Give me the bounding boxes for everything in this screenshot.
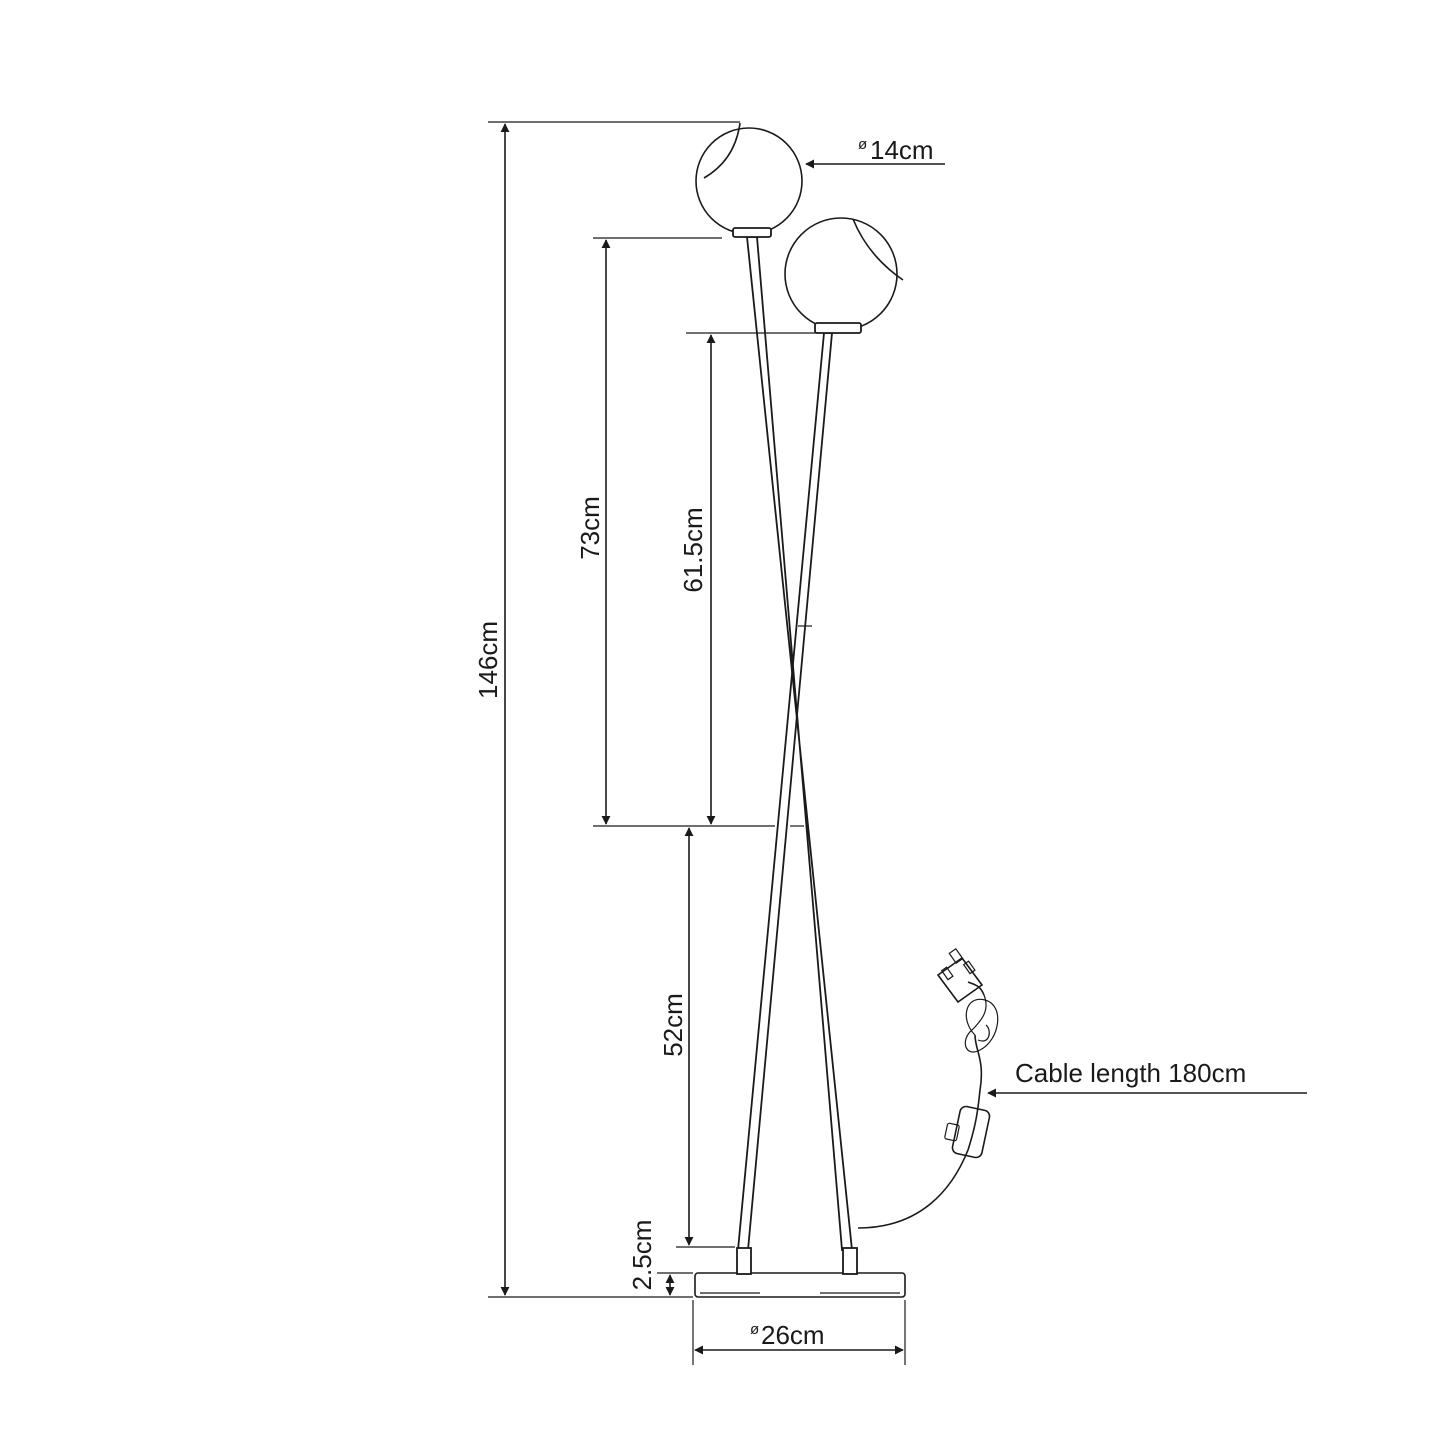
label-61-5: 61.5cm	[678, 507, 708, 592]
diameter-symbol-base: ø	[750, 1321, 759, 1338]
label-73: 73cm	[575, 496, 605, 560]
lamp-rod-right	[737, 332, 833, 1251]
lamp-body	[694, 122, 999, 1298]
extension-lines	[488, 121, 906, 1365]
uk-plug-icon	[936, 947, 985, 1004]
diameter-symbol-shade: ø	[858, 136, 867, 153]
foot-collar-left	[736, 1247, 752, 1275]
dimension-labels: 146cm 73cm 61.5cm 52cm 2.5cm ø 26cm ø 14…	[473, 135, 1246, 1350]
foot-collar-right	[842, 1247, 858, 1275]
inline-switch-icon	[944, 1105, 991, 1159]
label-total-height: 146cm	[473, 621, 503, 699]
power-cable	[857, 1034, 983, 1229]
label-52: 52cm	[658, 993, 688, 1057]
label-shade-diameter: 14cm	[870, 135, 934, 165]
dimension-lines	[500, 123, 1307, 1355]
lamp-base	[694, 1272, 906, 1298]
label-cable-length: Cable length 180cm	[1015, 1058, 1246, 1088]
label-base-diameter: 26cm	[761, 1320, 825, 1350]
label-2-5: 2.5cm	[627, 1220, 657, 1291]
globe-shade-icon	[695, 122, 803, 238]
globe-shade-icon	[784, 217, 904, 334]
